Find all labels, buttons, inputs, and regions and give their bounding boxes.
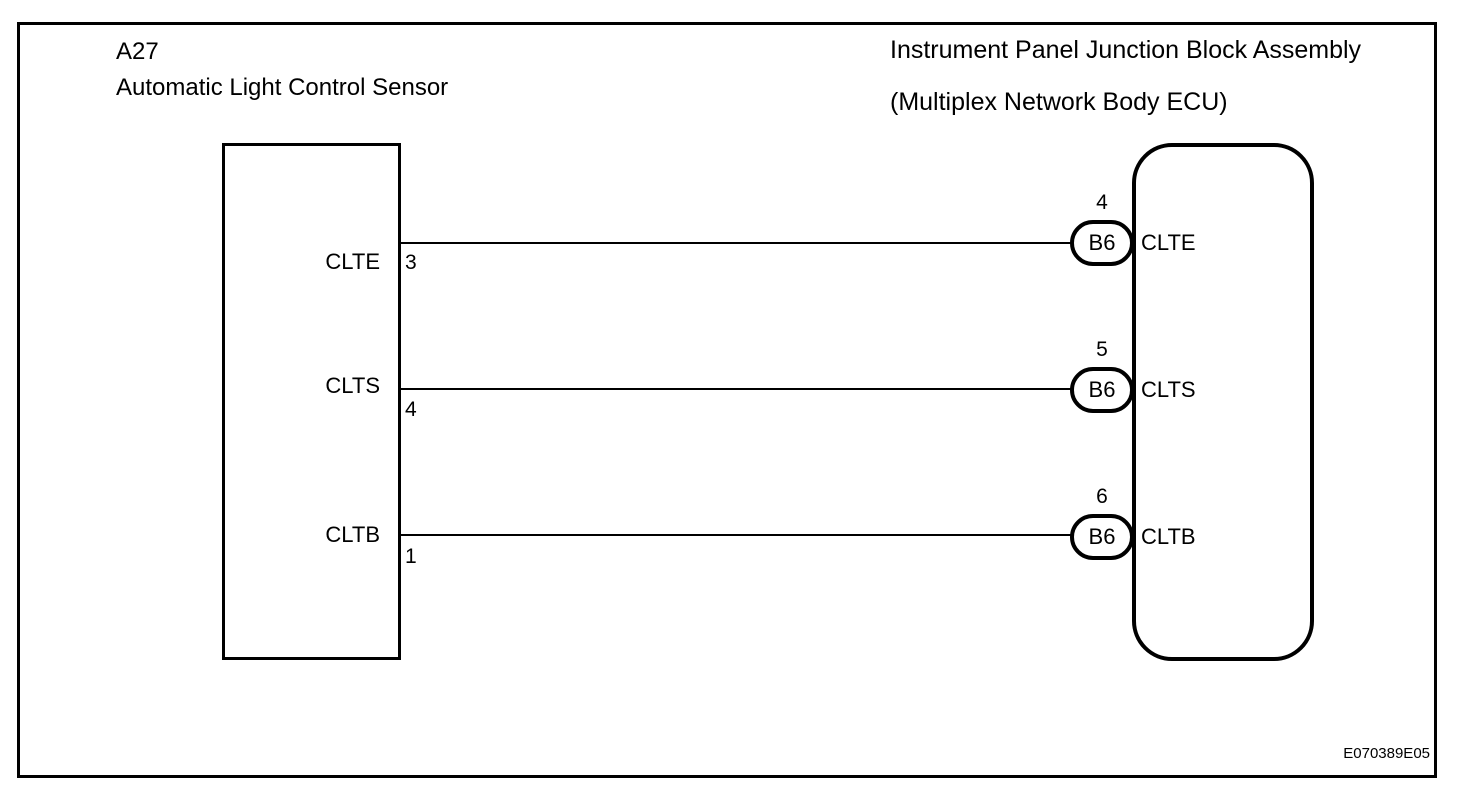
left-pin-label-cltb: CLTB [325,522,380,547]
terminal-label-clts: CLTS [1141,377,1196,402]
right-component-name-line2: (Multiplex Network Body ECU) [890,88,1228,116]
left-component-name: Automatic Light Control Sensor [116,74,449,101]
left-component-box [222,143,401,660]
left-component-id: A27 [116,38,159,65]
wire-cltb [400,534,1072,536]
right-component-name-line1: Instrument Panel Junction Block Assembly [890,36,1362,64]
diagram-frame [17,22,1437,778]
terminal-oval-clte: B6 [1070,220,1134,266]
left-pin-number-cltb: 1 [405,545,417,568]
terminal-number-clts: 5 [1096,338,1108,361]
left-pin-number-clts: 4 [405,398,417,421]
figure-code: E070389E05 [1343,745,1430,762]
terminal-number-clte: 4 [1096,191,1108,214]
terminal-label-clte: CLTE [1141,230,1196,255]
wire-clts [400,388,1072,390]
junction-block-box [1132,143,1314,661]
left-pin-number-clte: 3 [405,251,417,274]
terminal-number-cltb: 6 [1096,485,1108,508]
terminal-oval-clts: B6 [1070,367,1134,413]
wire-clte [400,242,1072,244]
left-pin-label-clte: CLTE [325,249,380,274]
left-pin-label-clts: CLTS [325,373,380,398]
terminal-label-cltb: CLTB [1141,524,1196,549]
terminal-oval-cltb: B6 [1070,514,1134,560]
